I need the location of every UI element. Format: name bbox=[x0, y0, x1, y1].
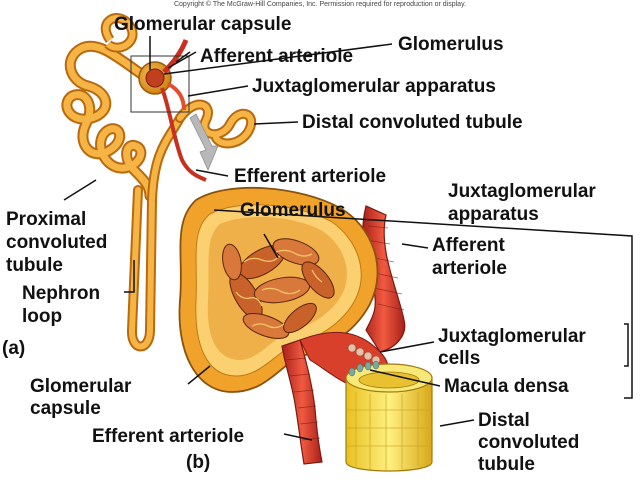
label-nephron-line-2: loop bbox=[22, 306, 63, 327]
label-juxtaglomerular-cells: Juxtaglomerular cells bbox=[438, 326, 586, 370]
label-panel-a: (a) bbox=[2, 338, 26, 359]
label-glomerulus-top: Glomerulus bbox=[398, 34, 504, 55]
distal-tubule-cylinder bbox=[345, 360, 433, 472]
label-jg-cells-line-1: Juxtaglomerular bbox=[438, 326, 586, 347]
label-jga-b-line-1: Juxtaglomerular bbox=[448, 181, 596, 202]
label-glomerular-capsule-top: Glomerular capsule bbox=[114, 14, 292, 35]
label-glomerular-capsule-b: Glomerular capsule bbox=[30, 376, 131, 420]
label-proximal-line-1: Proximal bbox=[6, 209, 87, 230]
efferent-arteriole-b bbox=[281, 339, 323, 465]
label-juxtaglomerular-apparatus-b: Juxtaglomerular apparatus bbox=[448, 180, 596, 226]
label-efferent-arteriole-top: Efferent arteriole bbox=[234, 166, 387, 187]
label-jg-cells-line-2: cells bbox=[438, 348, 481, 369]
label-nephron-loop: Nephron loop bbox=[22, 282, 100, 328]
label-juxtaglomerular-apparatus-top: Juxtaglomerular apparatus bbox=[252, 76, 496, 97]
label-afferent-b-line-2: arteriole bbox=[432, 258, 507, 279]
efferent-arteriole-small bbox=[160, 87, 207, 182]
nephron-whole bbox=[61, 13, 257, 352]
label-glomerulus-b: Glomerulus bbox=[240, 200, 346, 221]
label-distal-convoluted-tubule-top: Distal convoluted tubule bbox=[302, 112, 523, 133]
label-distal-b-line-1: Distal bbox=[478, 410, 530, 431]
label-distal-b-line-3: tubule bbox=[478, 454, 535, 475]
juxtaglomerular-cells bbox=[347, 343, 381, 365]
label-afferent-arteriole-top: Afferent arteriole bbox=[200, 46, 354, 67]
label-distal-convoluted-tubule-b: Distal convoluted tubule bbox=[478, 410, 579, 476]
label-efferent-arteriole-b: Efferent arteriole bbox=[92, 426, 245, 447]
zoom-box bbox=[130, 55, 190, 113]
label-proximal-line-3: tubule bbox=[6, 255, 63, 276]
leader-lines bbox=[63, 36, 633, 441]
label-jga-b-line-2: apparatus bbox=[448, 204, 539, 225]
afferent-arteriole-small bbox=[162, 39, 189, 74]
label-afferent-b-line-1: Afferent bbox=[432, 235, 505, 256]
label-distal-b-line-2: convoluted bbox=[478, 432, 580, 453]
copyright-notice: Copyright © The McGraw-Hill Companies, I… bbox=[173, 1, 466, 8]
macula-densa bbox=[348, 360, 380, 377]
zoom-arrow bbox=[189, 113, 219, 172]
label-panel-b: (b) bbox=[186, 452, 211, 473]
label-nephron-line-1: Nephron bbox=[22, 283, 101, 304]
label-afferent-arteriole-b: Afferent arteriole bbox=[432, 234, 507, 280]
renal-corpuscle bbox=[178, 186, 433, 472]
glomerulus-small bbox=[145, 68, 165, 88]
label-capsule-b-line-1: Glomerular bbox=[30, 376, 132, 397]
label-proximal-line-2: convoluted bbox=[6, 232, 108, 253]
glomerulus-tuft bbox=[222, 238, 335, 339]
label-capsule-b-line-2: capsule bbox=[30, 398, 101, 419]
label-proximal-convoluted-tubule: Proximal convoluted tubule bbox=[6, 208, 107, 277]
label-macula-densa: Macula densa bbox=[444, 376, 569, 397]
